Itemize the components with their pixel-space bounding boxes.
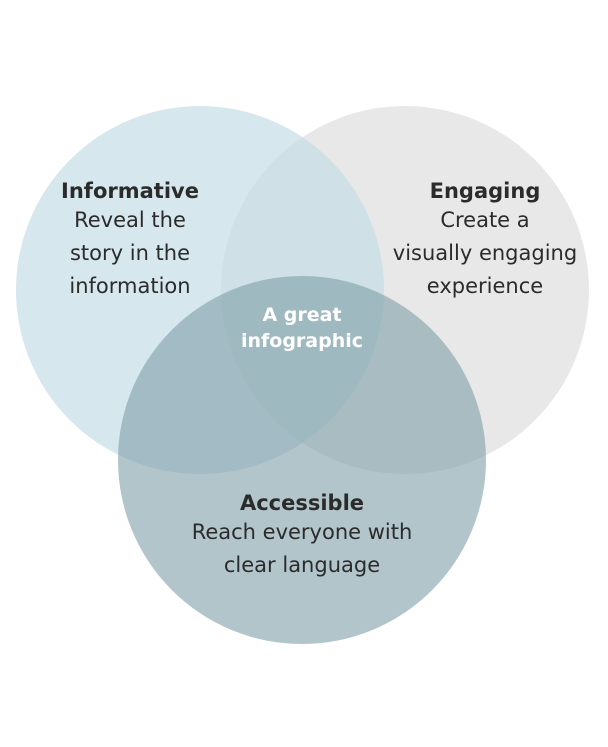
engaging-title: Engaging <box>429 179 541 203</box>
accessible-line-2: clear language <box>223 553 381 577</box>
center-line-1: A great <box>262 304 342 326</box>
accessible-line-1: Reach everyone with <box>191 520 413 544</box>
accessible-label: Accessible Reach everyone with clear lan… <box>162 490 442 582</box>
engaging-line-3: experience <box>426 274 544 298</box>
center-line-2: infographic <box>240 330 364 352</box>
accessible-circle <box>118 276 486 644</box>
informative-line-1: Reveal the <box>74 208 186 232</box>
informative-line-2: story in the <box>69 241 191 265</box>
engaging-label: Engaging Create a visually engaging expe… <box>370 178 600 303</box>
engaging-line-2: visually engaging <box>392 241 578 265</box>
engaging-line-1: Create a <box>440 208 530 232</box>
accessible-title: Accessible <box>239 491 365 515</box>
informative-label: Informative Reveal the story in the info… <box>30 178 230 303</box>
informative-line-3: information <box>69 274 191 298</box>
center-label: A great infographic <box>222 302 382 354</box>
informative-title: Informative <box>61 179 199 203</box>
